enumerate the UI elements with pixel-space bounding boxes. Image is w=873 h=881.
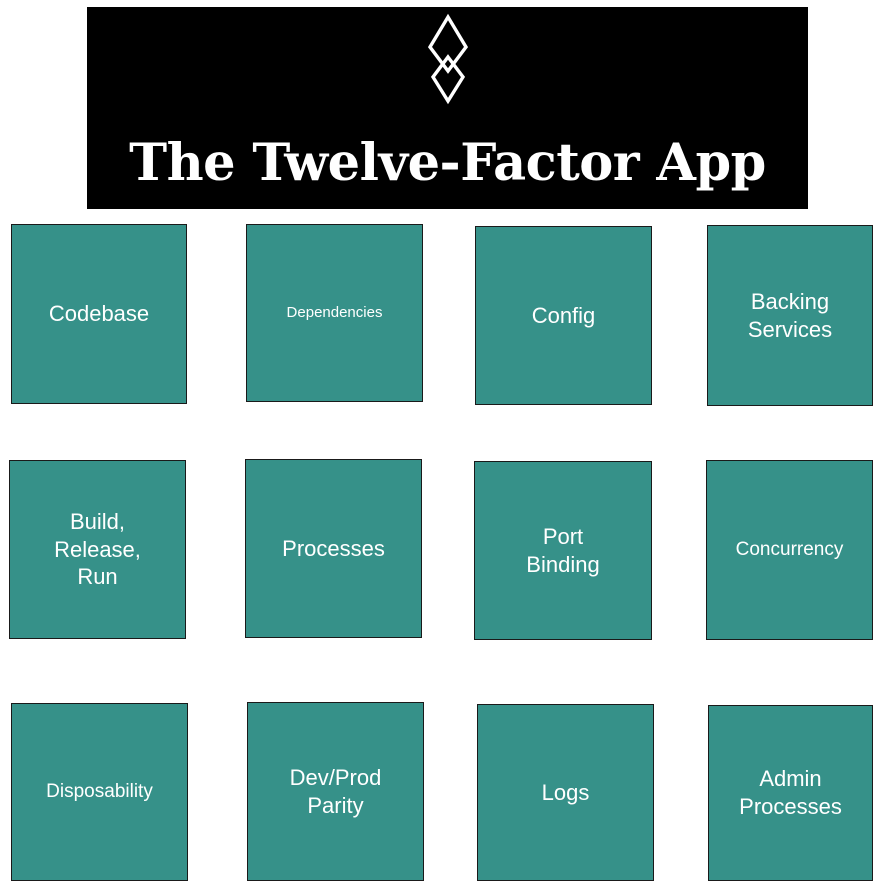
factor-label: Logs: [541, 779, 590, 805]
factor-label: Build,Release,Run: [54, 508, 141, 590]
factor-label: Config: [531, 302, 596, 328]
factor-tile-concurrency: Concurrency: [706, 460, 873, 640]
factor-tile-logs: Logs: [477, 704, 654, 881]
factor-tile-config: Config: [475, 226, 652, 405]
factor-tile-dependencies: Dependencies: [246, 224, 423, 402]
title-banner: The Twelve-Factor App: [87, 7, 808, 209]
factor-label: Dependencies: [286, 304, 383, 322]
twelve-factor-diamond-icon: [427, 13, 469, 105]
page-title: The Twelve-Factor App: [129, 133, 766, 193]
factor-label: Processes: [282, 535, 385, 561]
factor-label: Disposability: [46, 780, 153, 802]
factor-tile-processes: Processes: [245, 459, 422, 638]
factor-tile-build-release-run: Build,Release,Run: [9, 460, 186, 639]
factor-tile-disposability: Disposability: [11, 703, 188, 881]
factor-label: Codebase: [48, 301, 150, 327]
factor-tile-codebase: Codebase: [11, 224, 187, 404]
factor-label: Concurrency: [735, 538, 844, 560]
